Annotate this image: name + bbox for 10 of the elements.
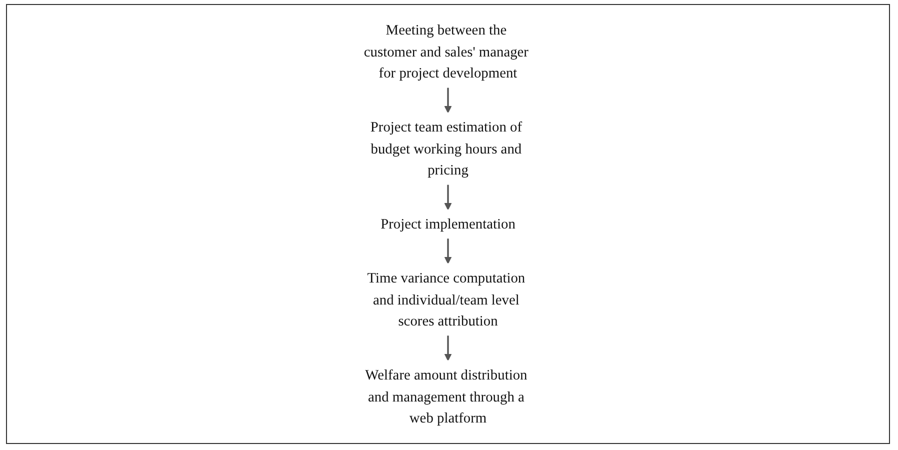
arrow <box>444 87 452 114</box>
node-text: Project team estimation of budget working hours and pricing <box>370 118 522 178</box>
node-text: Meeting between the customer and sales' manager for project development <box>364 22 528 82</box>
diagram-frame: Meeting between the customer and sales' manager for project development Project team estimation of budget working hours and pricing Project implementation Time variance computation and individual/team level scores attribution Welfare amount distribution and management through a web platform <box>6 4 890 444</box>
node-text: Time variance computation and individual/team level scores attribution <box>367 270 526 329</box>
node-text: Welfare amount distribution and management through a web platform <box>365 366 528 426</box>
node-text: Project implementation <box>380 216 516 232</box>
arrow <box>444 184 452 210</box>
arrow <box>444 335 452 361</box>
arrow <box>444 238 452 264</box>
